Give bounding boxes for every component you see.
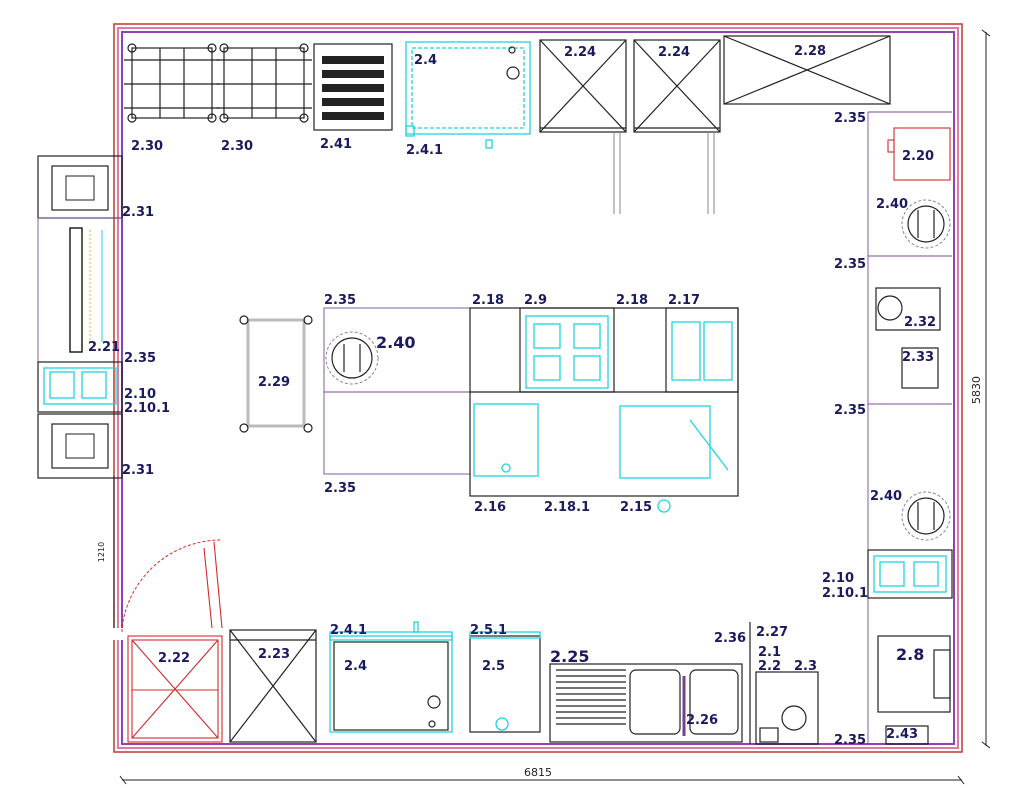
label-2-5-1: 2.5.1 (470, 623, 507, 638)
label-2-18a: 2.18 (472, 293, 504, 308)
label-2-15: 2.15 (620, 500, 652, 515)
hood-228 (723, 35, 891, 105)
label-2-20: 2.20 (902, 149, 934, 164)
label-2-18-1: 2.18.1 (544, 500, 590, 515)
label-2-24b: 2.24 (658, 45, 690, 60)
label-2-28: 2.28 (794, 44, 826, 59)
inner-wall (121, 31, 955, 745)
label-2-35-right-2: 2.35 (834, 257, 866, 272)
label-2-4-1-top: 2.4.1 (406, 143, 443, 158)
dimension-lines: 6815 5830 1210 (97, 29, 991, 785)
label-2-26: 2.26 (686, 713, 718, 728)
label-2-18b: 2.18 (616, 293, 648, 308)
label-2-22: 2.22 (158, 651, 190, 666)
label-2-31b: 2.31 (122, 463, 154, 478)
label-2-40-center: 2.40 (376, 333, 415, 352)
label-2-17: 2.17 (668, 293, 700, 308)
label-2-25: 2.25 (550, 647, 589, 666)
label-2-1: 2.1 (758, 645, 781, 660)
racks-top (124, 35, 891, 214)
label-2-35-center-bottom: 2.35 (324, 481, 356, 496)
label-2-29: 2.29 (258, 375, 290, 390)
label-2-33: 2.33 (902, 350, 934, 365)
label-2-5: 2.5 (482, 659, 505, 674)
label-2-9: 2.9 (524, 293, 547, 308)
dimension-height: 5830 (970, 376, 983, 404)
label-2-4-top: 2.4 (414, 53, 437, 68)
label-2-35-center-top: 2.35 (324, 293, 356, 308)
shelf-241 (313, 43, 393, 131)
label-2-21: 2.21 (88, 340, 120, 355)
wall-pink (117, 27, 959, 749)
label-2-35-top-right: 2.35 (834, 111, 866, 126)
label-2-10-right: 2.10 (822, 571, 854, 586)
label-2-30a: 2.30 (131, 139, 163, 154)
label-2-31a: 2.31 (122, 205, 154, 220)
fridge-224a (539, 39, 627, 133)
dimension-door: 1210 (97, 542, 106, 562)
rack-230a (124, 43, 220, 123)
label-2-40-right-2: 2.40 (870, 489, 902, 504)
label-2-43: 2.43 (886, 727, 918, 742)
dimension-width: 6815 (524, 766, 552, 779)
sink-24-top (405, 41, 531, 149)
label-2-10-1-left: 2.10.1 (124, 401, 170, 416)
label-2-10-left: 2.10 (124, 387, 156, 402)
label-2-40-right-1: 2.40 (876, 197, 908, 212)
right-equipment (867, 111, 953, 745)
label-2-35-left: 2.35 (124, 351, 156, 366)
label-2-2: 2.2 (758, 659, 781, 674)
rack-230b (216, 43, 312, 123)
center-island (239, 307, 739, 513)
label-2-10-1-right: 2.10.1 (822, 586, 868, 601)
label-2-4-bottom: 2.4 (344, 659, 367, 674)
label-2-35-right-3: 2.35 (834, 403, 866, 418)
label-2-23: 2.23 (258, 647, 290, 662)
label-2-4-1-bottom: 2.4.1 (330, 623, 367, 638)
label-2-8: 2.8 (896, 645, 924, 664)
label-2-30b: 2.30 (221, 139, 253, 154)
bottom-equipment (127, 621, 819, 745)
label-2-3: 2.3 (794, 659, 817, 674)
label-2-36: 2.36 (714, 631, 746, 646)
label-2-27: 2.27 (756, 625, 788, 640)
label-2-32: 2.32 (904, 315, 936, 330)
walls (113, 23, 963, 753)
left-equipment (37, 155, 123, 479)
fridge-224b (633, 39, 721, 133)
outer-wall (113, 23, 963, 753)
label-2-35-bottom-right: 2.35 (834, 733, 866, 748)
label-2-24a: 2.24 (564, 45, 596, 60)
label-2-41: 2.41 (320, 137, 352, 152)
equipment-labels: 2.30 2.30 2.41 2.4 2.4.1 2.24 2.24 2.28 … (88, 44, 936, 748)
label-2-16: 2.16 (474, 500, 506, 515)
legs-224 (613, 132, 715, 214)
entry-door (121, 539, 223, 632)
